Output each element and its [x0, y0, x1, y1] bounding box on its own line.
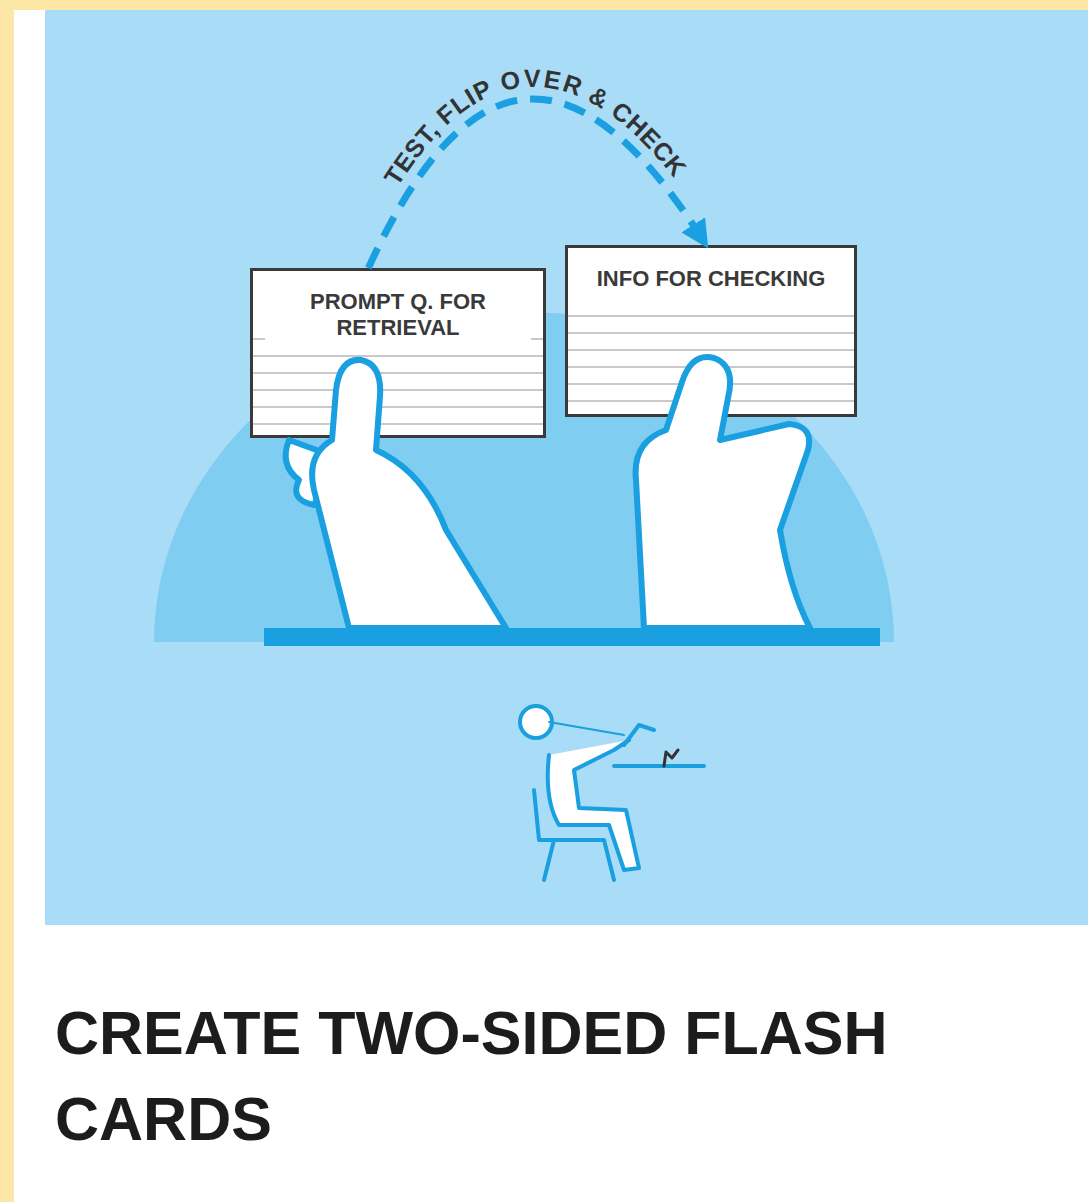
- card-text: INFO FOR CHECKING: [580, 266, 842, 292]
- flash-card: PROMPT Q. FOR RETRIEVAL: [250, 268, 546, 438]
- title-text: CREATE TWO-SIDED FLASH CARDS: [55, 990, 1035, 1162]
- blue-panel: [45, 10, 1088, 925]
- left-fingers: [286, 440, 344, 505]
- left-hand: [312, 360, 506, 628]
- connector-path: [368, 99, 702, 268]
- student-figure: [520, 706, 704, 880]
- card-text: PROMPT Q. FOR RETRIEVAL: [265, 289, 531, 341]
- edge-label: TEST, FLIP OVER & CHECK: [378, 64, 692, 190]
- page-frame: PROMPT Q. FOR RETRIEVAL INFO FOR CHECKING…: [14, 10, 1088, 1202]
- right-hand: [636, 357, 810, 628]
- flash-card: INFO FOR CHECKING: [565, 245, 857, 417]
- dashed-arrow: TEST, FLIP OVER & CHECK: [368, 64, 702, 268]
- table-bar: [264, 628, 880, 646]
